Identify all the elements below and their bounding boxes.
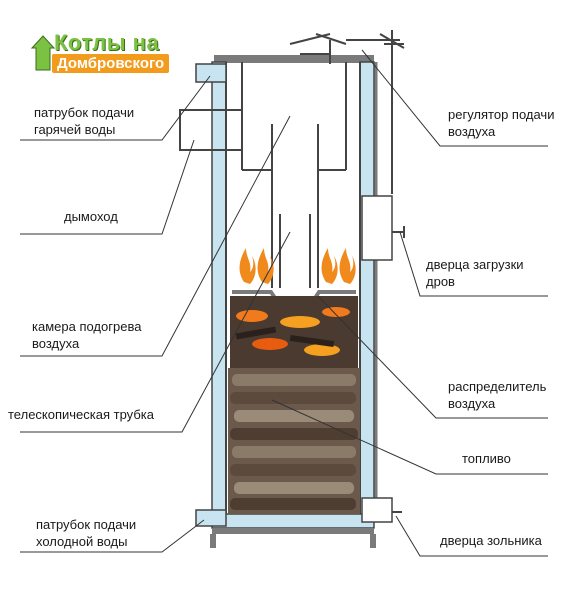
label-ash-door: дверца зольника <box>440 533 542 548</box>
label-preheat-chamber: камера подогрева воздуха <box>32 318 141 352</box>
label-hot-water: патрубок подачи гарячей воды <box>34 104 134 138</box>
loading-door <box>361 195 393 261</box>
left-water-jacket <box>211 61 227 515</box>
leader-lines-right <box>271 49 548 557</box>
label-chimney: дымоход <box>64 209 118 224</box>
bottom-water-jacket <box>211 513 375 529</box>
air-distributor-plate <box>232 290 356 306</box>
fuel-logs <box>228 368 360 514</box>
label-telescopic-tube: телескопическая трубка <box>8 407 154 422</box>
flame-icon <box>339 248 356 284</box>
label-air-regulator-line2: воздуха <box>448 124 496 139</box>
brand-logo: Котлы на Домбровского <box>30 30 200 76</box>
label-preheat-chamber-line1: камера подогрева <box>32 319 142 334</box>
label-air-distributor: распределитель воздуха <box>448 378 546 412</box>
left-foot <box>210 534 216 548</box>
flame-icon <box>257 248 274 284</box>
label-air-regulator: регулятор подачи воздуха <box>448 106 554 140</box>
air-regulator <box>289 30 405 194</box>
chimney-pipe <box>179 62 243 151</box>
flames-right <box>321 248 356 284</box>
label-preheat-chamber-line2: воздуха <box>32 336 80 351</box>
label-air-distributor-line1: распределитель <box>448 379 547 394</box>
label-cold-water: патрубок подачи холодной воды <box>36 516 136 550</box>
label-loading-door-line1: дверца загрузки <box>426 257 524 272</box>
hot-water-pipe <box>195 63 227 83</box>
label-loading-door-line2: дров <box>426 274 455 289</box>
burning-zone <box>230 296 358 368</box>
label-hot-water-line2: гарячей воды <box>34 122 116 137</box>
flames-left <box>239 248 274 284</box>
logo-title: Котлы на <box>54 30 160 55</box>
label-cold-water-line1: патрубок подачи <box>36 517 137 532</box>
right-water-jacket <box>359 61 375 515</box>
label-fuel: топливо <box>462 451 511 466</box>
leader-lines-left <box>20 75 291 553</box>
cold-water-pipe <box>195 509 227 527</box>
right-foot <box>370 534 376 548</box>
label-loading-door: дверца загрузки дров <box>426 256 524 290</box>
label-air-regulator-line1: регулятор подачи <box>448 107 555 122</box>
ash-door <box>361 497 393 523</box>
label-cold-water-line2: холодной воды <box>36 534 128 549</box>
top-cap <box>214 55 374 63</box>
house-logo-icon <box>30 35 56 71</box>
logo-subtitle: Домбровского <box>52 54 170 73</box>
bottom-plate <box>212 528 374 534</box>
label-air-distributor-line2: воздуха <box>448 396 496 411</box>
flame-icon <box>239 248 256 284</box>
label-hot-water-line1: патрубок подачи <box>34 105 135 120</box>
flame-icon <box>321 248 338 284</box>
